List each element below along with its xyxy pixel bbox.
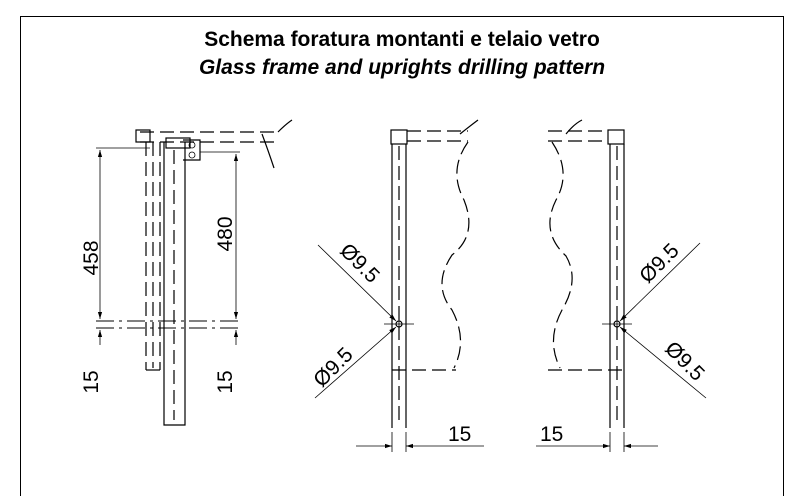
title-italian: Schema foratura montanti e telaio vetro: [204, 28, 600, 51]
title-english: Glass frame and uprights drilling patter…: [198, 56, 606, 79]
dim-15-left-a: 15: [80, 370, 103, 393]
dim-480: 480: [214, 216, 237, 251]
center-front-view: [314, 119, 484, 452]
drawing-frame: [20, 16, 784, 496]
left-side-view: [96, 119, 293, 426]
dim-15-left-b: 15: [214, 370, 237, 393]
right-front-view: [536, 119, 707, 452]
dim-15-right: 15: [540, 423, 563, 446]
dim-458: 458: [80, 240, 103, 275]
dim-15-center: 15: [448, 423, 471, 446]
dim-hole-center-top: Ø9.5: [335, 239, 383, 287]
dim-hole-right-bottom: Ø9.5: [660, 337, 708, 385]
dim-hole-right-top: Ø9.5: [635, 239, 683, 287]
drilling-diagram: 458 480 15 15 Ø9.5 Ø9.5 15: [80, 119, 709, 452]
